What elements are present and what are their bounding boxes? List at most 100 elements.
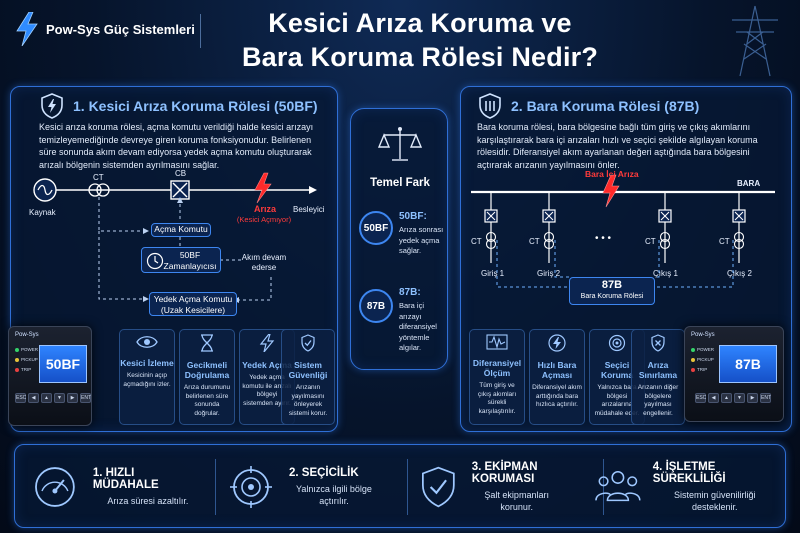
feature-desc: Arıza durumunu belirlenen süre sonunda d… [183, 384, 231, 417]
feature-title: Yedek Açma [242, 360, 292, 370]
trip-command-box: Açma Komutu [151, 223, 211, 237]
benefit-divider [603, 459, 604, 515]
feeder-in-2: Giriş 2 [537, 269, 561, 278]
benefit-text: 3. EKİPMAN KORUMASI Şalt ekipmanları kor… [472, 461, 599, 513]
benefit-title: 2. SEÇİCİLİK [289, 467, 359, 479]
benefit-desc: Arıza süresi azaltılır. [107, 496, 189, 506]
device-keypad: ESC ◀ ▲ ▼ ▶ ENT [695, 393, 771, 403]
feature-desc: Yalnızca bara bölgesi arızalarına müdaha… [594, 384, 640, 417]
busbar-relay-box: 87B Bara Koruma Rölesi [569, 277, 655, 305]
led-power: POWER [15, 347, 38, 352]
badge-87b: 87B [359, 289, 393, 323]
eye-icon [136, 336, 158, 348]
desc-87b: Bara içi arızayı diferansiyel yöntemle a… [399, 301, 437, 352]
benefits-bar: 1. HIZLI MÜDAHALE Arıza süresi azaltılır… [14, 444, 786, 528]
led-label: POWER [697, 347, 715, 352]
led-label: TRIP [21, 367, 32, 372]
feeder-cts [485, 231, 745, 250]
led-power: POWER [691, 347, 714, 352]
relay-device-50bf: Pow-Sys POWER PICKUP TRIP 50BF ESC ◀ ▲ ▼… [8, 326, 92, 426]
led-trip: TRIP [691, 367, 707, 372]
feeder-out-2: Çıkış 2 [727, 269, 752, 278]
feeder-breakers [484, 209, 746, 223]
ct-label-1: CT [471, 237, 482, 246]
feature-system-safety: Sistem Güvenliği Arızanın yayılmasını ön… [281, 329, 335, 425]
feature-differential-measurement: Diferansiyel Ölçüm Tüm giriş ve çıkış ak… [469, 329, 525, 425]
busbar-protection-header: 2. Bara Koruma Rölesi (87B) [477, 93, 699, 119]
feature-fault-limiting: Arıza Sınırlama Arızanın diğer bölgelere… [631, 329, 685, 425]
shield-check-icon [301, 334, 315, 352]
breaker-failure-header: 1. Kesici Arıza Koruma Rölesi (50BF) [39, 93, 318, 119]
led-label: POWER [21, 347, 39, 352]
benefit-operational-continuity: 4. İŞLETME SÜREKLİLİĞİ Sistemin güvenili… [595, 445, 785, 529]
benefit-equipment-protection: 3. EKİPMAN KORUMASI Şalt ekipmanları kor… [419, 445, 599, 529]
clock-icon [146, 252, 164, 270]
fault-label: Arıza [253, 204, 276, 214]
key-enter: ENT [80, 393, 91, 403]
benefit-selectivity: 2. SEÇİCİLİK Yalnızca ilgili bölge açtır… [229, 445, 399, 529]
feature-desc: Tüm giriş ve çıkış akımları sürekli karş… [477, 382, 517, 415]
timer-line-2: Zamanlayıcısı [163, 261, 217, 271]
tag-87b: 87B: [399, 287, 421, 298]
key-esc: ESC [15, 393, 27, 403]
source-label: Kaynak [29, 208, 56, 217]
timer-box: 50BF Zamanlayıcısı [141, 247, 221, 273]
transmission-tower-icon [732, 5, 778, 77]
key-up: ▲ [721, 393, 732, 403]
device-brand: Pow-Sys [15, 332, 39, 338]
led-trip: TRIP [15, 367, 31, 372]
feeder-in-1: Giriş 1 [481, 269, 505, 278]
device-display: 50BF [39, 345, 87, 383]
badge-50bf: 50BF [359, 211, 393, 245]
key-esc: ESC [695, 393, 707, 403]
hourglass-icon [201, 334, 213, 352]
key-right: ▶ [747, 393, 758, 403]
brand-name: Pow-Sys Güç Sistemleri [46, 21, 195, 37]
feature-breaker-monitoring: Kesici İzleme Kesicinin açıp açmadığını … [119, 329, 175, 425]
device-keypad: ESC ◀ ▲ ▼ ▶ ENT [15, 393, 91, 403]
speedometer-icon [35, 467, 75, 507]
benefit-title: 3. EKİPMAN KORUMASI [471, 461, 538, 485]
feature-desc: Yedek açma komutu ile arızalı bölgeyi si… [242, 374, 292, 407]
feature-delayed-verification: Gecikmeli Doğrulama Arıza durumunu belir… [179, 329, 235, 425]
bolt-circle-icon [548, 334, 566, 352]
ct-label: CT [93, 173, 104, 182]
feature-desc: Kesicinin açıp açmadığını izler. [123, 372, 171, 388]
feature-title: Kesici İzleme [120, 358, 174, 368]
benefit-divider [407, 459, 408, 515]
feeder-out-1: Çıkış 1 [653, 269, 678, 278]
key-left: ◀ [28, 393, 39, 403]
led-label: TRIP [697, 367, 708, 372]
device-display: 87B [719, 345, 777, 383]
shield-check-icon [421, 466, 455, 508]
circuit-breaker-icon [170, 180, 190, 200]
feature-title: Diferansiyel Ölçüm [472, 358, 522, 378]
scale-icon [378, 127, 422, 161]
key-down: ▼ [734, 393, 745, 403]
device-brand: Pow-Sys [691, 332, 715, 338]
waveform-icon [486, 334, 508, 350]
benefit-text: 2. SEÇİCİLİK Yalnızca ilgili bölge açtır… [289, 467, 379, 507]
key-difference-panel: Temel Fark 50BF 50BF: Arıza sonrası yede… [350, 108, 448, 370]
ct-icon [88, 183, 110, 197]
target-icon [608, 334, 626, 352]
benefit-fast-response: 1. HIZLI MÜDAHALE Arıza süresi azaltılır… [33, 445, 203, 529]
key-right: ▶ [67, 393, 78, 403]
ct-label-3: CT [645, 237, 656, 246]
feature-title: Gecikmeli Doğrulama [184, 360, 230, 380]
title-line-2: Bara Koruma Rölesi Nedir? [241, 42, 599, 72]
desc-50bf: Arıza sonrası yedek açma sağlar. [399, 225, 444, 255]
feature-fast-bus-trip: Hızlı Bara Açması Diferansiyel akım artt… [529, 329, 585, 425]
key-up: ▲ [41, 393, 52, 403]
timer-line-1: 50BF [179, 250, 201, 260]
key-left: ◀ [708, 393, 719, 403]
ct-label-2: CT [529, 237, 540, 246]
led-pickup: PICKUP [15, 357, 38, 362]
page-title: Kesici Arıza Koruma ve Bara Koruma Röles… [210, 6, 630, 74]
feature-title: Hızlı Bara Açması [537, 360, 577, 380]
benefit-desc: Şalt ekipmanları korunur. [484, 490, 549, 512]
led-label: PICKUP [697, 357, 714, 362]
benefit-desc: Yalnızca ilgili bölge açtırılır. [296, 484, 372, 506]
benefit-title: 4. İŞLETME SÜREKLİLİĞİ [652, 461, 726, 485]
benefit-divider [215, 459, 216, 515]
